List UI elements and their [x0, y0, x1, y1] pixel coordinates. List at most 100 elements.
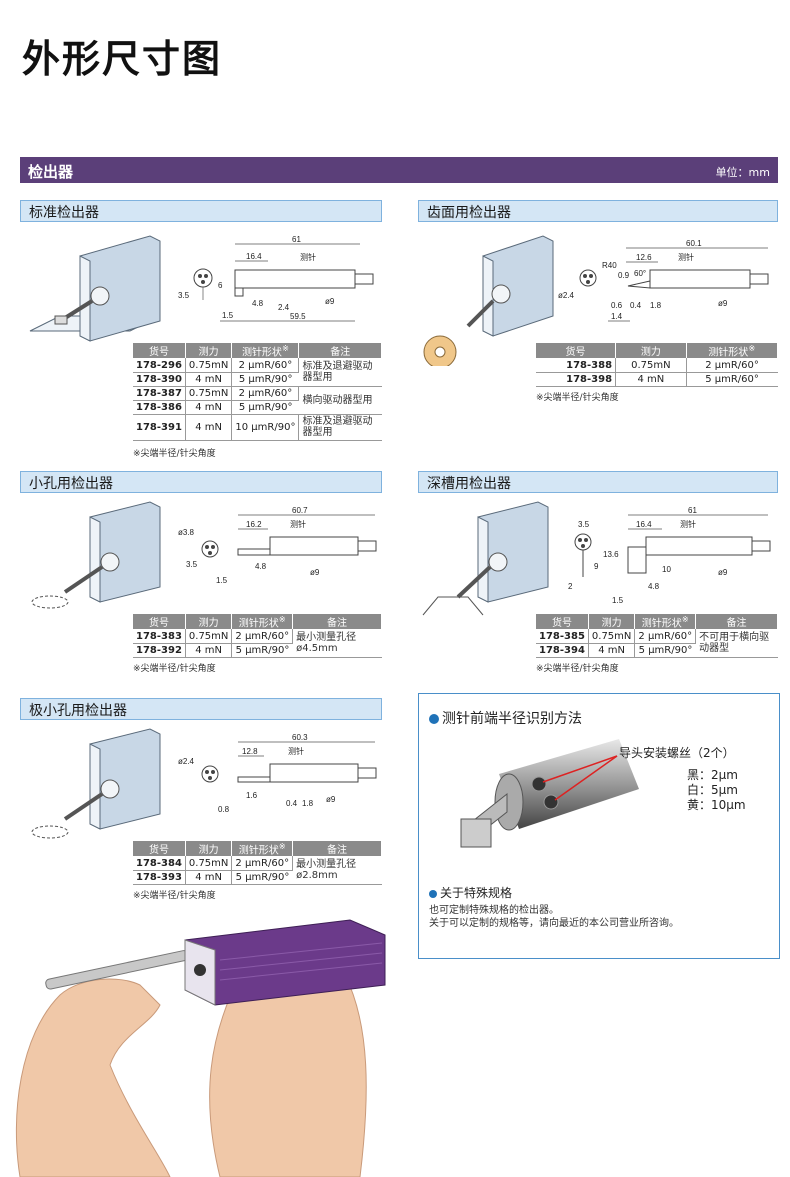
dim-1-6: 1.6 [246, 791, 258, 800]
col-code: 货号 [133, 614, 186, 630]
dim-4-8: 4.8 [648, 582, 660, 591]
dim-tip: 16.2 [246, 520, 262, 529]
dim-phi9: ø9 [326, 795, 336, 804]
footnote-tiny-hole: ※尖端半径/针尖角度 [133, 891, 216, 901]
label-stylus: 测针 [288, 746, 304, 756]
legend-yellow: 黄：10μm [687, 798, 746, 812]
stylus-shaft [234, 269, 356, 289]
dim-tip: 12.8 [242, 747, 258, 756]
col-code: 货号 [133, 841, 186, 857]
label-stylus: 测针 [678, 252, 694, 262]
col-note: 备注 [695, 614, 778, 630]
footnote-standard: ※尖端半径/针尖角度 [133, 449, 216, 459]
section-head-gear: 齿面用检出器 [418, 200, 778, 222]
col-shape: 测针形状※ [634, 614, 697, 630]
stylus-cylinder [499, 739, 639, 829]
radius-panel-title: 测针前端半径识别方法 [429, 708, 582, 728]
col-code: 货号 [536, 614, 589, 630]
dim-0-4: 0.4 [286, 799, 298, 808]
col-note: 备注 [292, 841, 382, 857]
dim-tip: 12.6 [636, 253, 652, 262]
col-force: 测力 [185, 841, 233, 857]
tiny-hole-drawing: ø2.4 60.3 12.8 测针 1.6 0.8 0.4 1.8 ø9 [31, 728, 377, 839]
dim-59-5: 59.5 [290, 312, 306, 321]
col-code: 货号 [133, 343, 186, 359]
dim-0-8: 0.8 [218, 805, 230, 814]
special-text: 也可定制特殊规格的检出器。 关于可以定制的规格等，请向最近的本公司营业所咨询。 [429, 905, 679, 929]
screw-icon [531, 776, 547, 792]
col-shape: 测针形状※ [231, 614, 294, 630]
end-view-circle [193, 268, 213, 288]
dim-10: 10 [662, 565, 671, 574]
product-photo [15, 919, 386, 1177]
col-shape: 测针形状※ [231, 343, 300, 359]
label-stylus: 测针 [680, 519, 696, 529]
label-stylus: 测针 [300, 252, 316, 262]
dim-1-4: 1.4 [611, 312, 623, 321]
dim-total: 60.3 [292, 733, 308, 742]
dim-60deg: 60° [634, 269, 646, 278]
screw-label: 导头安装螺丝（2个） [619, 746, 735, 760]
detector-body [79, 235, 161, 342]
dim-4-8: 4.8 [255, 562, 267, 571]
dim-total: 60.7 [292, 506, 308, 515]
col-code: 货号 [536, 343, 617, 359]
dim-phi2-4: ø2.4 [178, 757, 195, 766]
col-note: 备注 [298, 343, 382, 359]
gear-drawing: ø2.4 60.1 12.6 测针 R40 0.9 60° 0.6 0.4 1.… [423, 235, 769, 366]
legend-white: 白：5μm [687, 783, 738, 797]
dim-phi9: ø9 [310, 568, 320, 577]
dim-phi2-4: ø2.4 [558, 291, 575, 300]
stylus-tip [54, 315, 68, 325]
dim-13-6: 13.6 [603, 550, 619, 559]
dim-1-5: 1.5 [222, 311, 234, 320]
dim-2: 2 [568, 582, 573, 591]
legend-black: 黑：2μm [687, 768, 738, 782]
dim-1-8: 1.8 [650, 301, 662, 310]
col-shape: 测针形状※ [231, 841, 294, 857]
section-head-small-hole: 小孔用检出器 [20, 471, 382, 493]
dim-0-6: 0.6 [611, 301, 623, 310]
page-title: 外形尺寸图 [22, 37, 223, 81]
section-head-deep-groove: 深槽用检出器 [418, 471, 778, 493]
label-stylus: 测针 [290, 519, 306, 529]
dim-total: 61 [688, 506, 697, 515]
small-hole-drawing: ø3.8 3.5 60.7 16.2 测针 4.8 1.5 ø9 [31, 501, 377, 609]
dim-4-8: 4.8 [252, 299, 264, 308]
deep-groove-drawing: 3.5 13.6 9 2 61 16.4 测针 10 4.8 1.5 ø9 [422, 501, 771, 616]
stylus-tip [460, 818, 492, 848]
detector-face [79, 255, 91, 342]
stylus-arm [63, 299, 94, 320]
dim-6: 6 [218, 281, 223, 290]
dim-3-5: 3.5 [578, 520, 590, 529]
stylus-photo [460, 739, 639, 848]
dim-tip: 16.4 [636, 520, 652, 529]
standard-drawing: 3.5 6 61 16.4 测针 4.8 2.4 ø9 1.5 59.5 [29, 235, 374, 342]
radius-panel: 测针前端半径识别方法 导头安装螺丝（2个） 黑：2μm 白：5μm 黄：10μm… [418, 693, 780, 959]
dim-0-4: 0.4 [630, 301, 642, 310]
footnote-small-hole: ※尖端半径/针尖角度 [133, 664, 216, 674]
band-title: 检出器 [28, 163, 74, 181]
dim-0-9: 0.9 [618, 271, 630, 280]
dim-total: 60.1 [686, 239, 702, 248]
dim-1-8: 1.8 [302, 799, 314, 808]
col-force: 测力 [185, 614, 233, 630]
footnote-deep-groove: ※尖端半径/针尖角度 [536, 664, 619, 674]
dim-phi9: ø9 [718, 568, 728, 577]
col-note: 备注 [292, 614, 382, 630]
bullet-icon [429, 890, 437, 898]
dim-2-4: 2.4 [278, 303, 290, 312]
dim-1-5: 1.5 [612, 596, 624, 605]
dim-9: 9 [594, 562, 599, 571]
